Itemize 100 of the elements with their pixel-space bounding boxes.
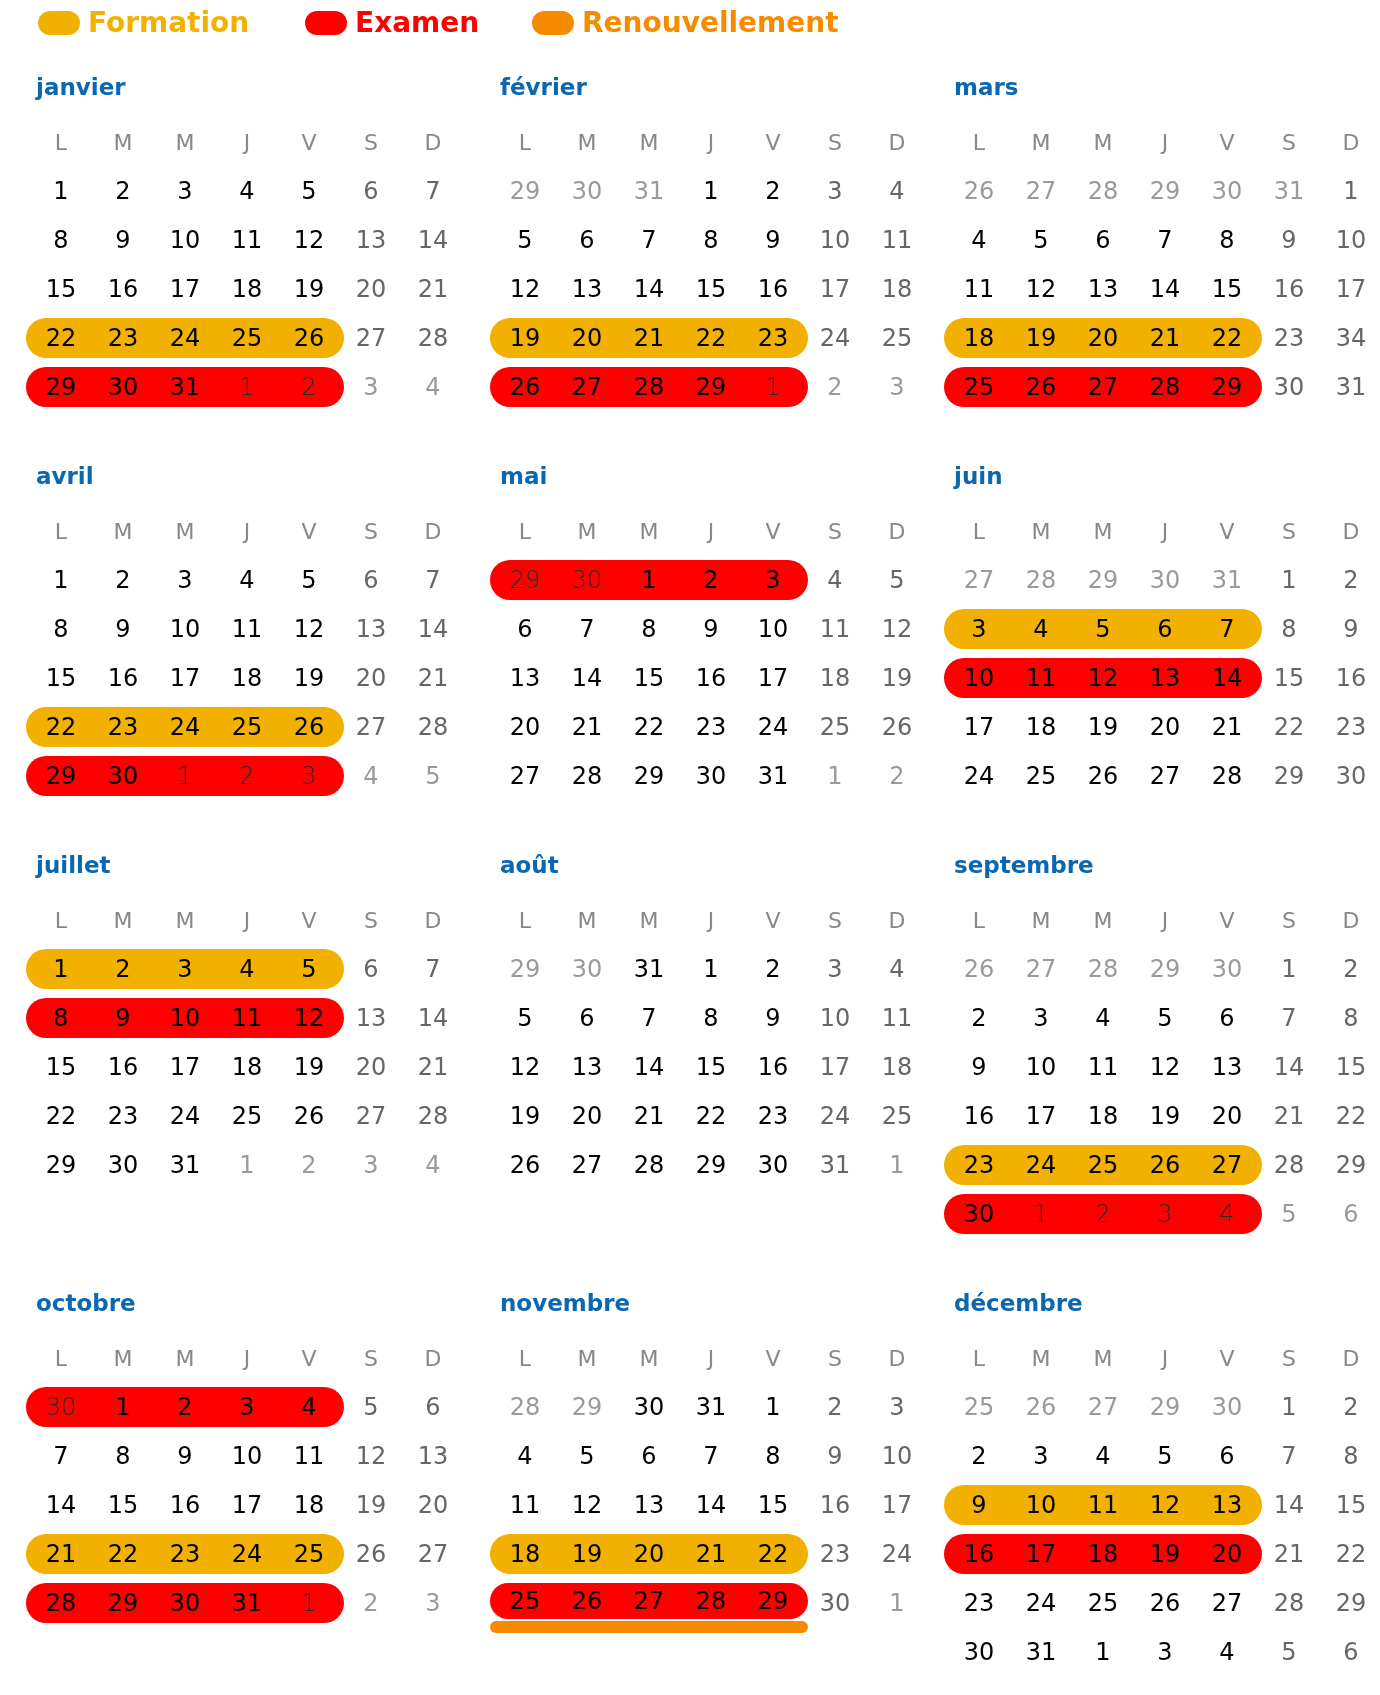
day-number: 2 bbox=[764, 176, 782, 207]
day-number: 1 bbox=[888, 1150, 906, 1181]
day-number: 30 bbox=[756, 1150, 790, 1181]
weekday-label: J bbox=[705, 907, 716, 935]
day-number: 10 bbox=[756, 614, 790, 645]
day-number: 9 bbox=[970, 1490, 988, 1521]
weekday-label: D bbox=[1341, 1345, 1361, 1373]
highlight-band bbox=[26, 998, 344, 1038]
day-number: 6 bbox=[578, 1003, 596, 1034]
day-number: 21 bbox=[1148, 323, 1182, 354]
day-number: 17 bbox=[168, 663, 202, 694]
weekday-label: S bbox=[363, 518, 379, 546]
day-number: 9 bbox=[702, 614, 720, 645]
highlight-band bbox=[26, 1534, 344, 1574]
month-title: juillet bbox=[36, 852, 111, 878]
day-number: 29 bbox=[44, 761, 78, 792]
day-number: 10 bbox=[168, 225, 202, 256]
day-number: 22 bbox=[1210, 323, 1244, 354]
day-number: 29 bbox=[1148, 1392, 1182, 1423]
highlight-bar bbox=[490, 1621, 808, 1633]
weekday-label: J bbox=[241, 129, 252, 157]
day-number: 27 bbox=[354, 323, 388, 354]
weekday-label: D bbox=[1341, 518, 1361, 546]
day-number: 23 bbox=[756, 323, 790, 354]
day-number: 18 bbox=[880, 274, 914, 305]
day-number: 17 bbox=[818, 274, 852, 305]
day-number: 15 bbox=[44, 1052, 78, 1083]
day-number: 5 bbox=[1156, 1441, 1174, 1472]
day-number: 26 bbox=[1086, 761, 1120, 792]
day-number: 20 bbox=[354, 274, 388, 305]
day-number: 30 bbox=[1210, 1392, 1244, 1423]
day-number: 4 bbox=[238, 176, 256, 207]
day-number: 15 bbox=[106, 1490, 140, 1521]
weekday-label: M bbox=[638, 518, 660, 546]
day-number: 15 bbox=[756, 1490, 790, 1521]
weekday-label: D bbox=[423, 907, 443, 935]
weekday-label: L bbox=[53, 129, 69, 157]
day-number: 30 bbox=[1148, 565, 1182, 596]
day-number: 13 bbox=[1148, 663, 1182, 694]
day-number: 8 bbox=[702, 1003, 720, 1034]
day-number: 16 bbox=[106, 663, 140, 694]
day-number: 6 bbox=[424, 1392, 442, 1423]
day-number: 25 bbox=[230, 1101, 264, 1132]
day-number: 28 bbox=[508, 1392, 542, 1423]
day-number: 15 bbox=[1210, 274, 1244, 305]
weekday-label: D bbox=[1341, 129, 1361, 157]
weekday-label: M bbox=[1030, 518, 1052, 546]
day-number: 7 bbox=[1156, 225, 1174, 256]
day-number: 30 bbox=[106, 761, 140, 792]
weekday-label: L bbox=[53, 1345, 69, 1373]
weekday-label: D bbox=[887, 518, 907, 546]
day-number: 7 bbox=[702, 1441, 720, 1472]
weekday-label: M bbox=[576, 129, 598, 157]
weekday-label: J bbox=[705, 518, 716, 546]
day-number: 2 bbox=[300, 1150, 318, 1181]
legend-label: Renouvellement bbox=[582, 6, 839, 39]
day-number: 6 bbox=[1218, 1441, 1236, 1472]
day-number: 4 bbox=[826, 565, 844, 596]
day-number: 30 bbox=[570, 565, 604, 596]
day-number: 15 bbox=[1334, 1490, 1368, 1521]
month-title: mars bbox=[954, 74, 1019, 100]
day-number: 5 bbox=[300, 954, 318, 985]
day-number: 30 bbox=[106, 372, 140, 403]
day-number: 4 bbox=[238, 565, 256, 596]
day-number: 13 bbox=[354, 225, 388, 256]
day-number: 18 bbox=[1024, 712, 1058, 743]
day-number: 7 bbox=[640, 225, 658, 256]
day-number: 1 bbox=[702, 176, 720, 207]
day-number: 31 bbox=[694, 1392, 728, 1423]
day-number: 5 bbox=[516, 1003, 534, 1034]
day-number: 22 bbox=[1272, 712, 1306, 743]
highlight-band bbox=[944, 318, 1262, 358]
day-number: 9 bbox=[764, 225, 782, 256]
day-number: 14 bbox=[44, 1490, 78, 1521]
day-number: 6 bbox=[640, 1441, 658, 1472]
weekday-label: D bbox=[887, 1345, 907, 1373]
day-number: 27 bbox=[1086, 1392, 1120, 1423]
day-number: 6 bbox=[578, 225, 596, 256]
day-number: 20 bbox=[632, 1539, 666, 1570]
day-number: 18 bbox=[230, 274, 264, 305]
day-number: 2 bbox=[888, 761, 906, 792]
day-number: 25 bbox=[962, 1392, 996, 1423]
month-title: mai bbox=[500, 463, 548, 489]
day-number: 13 bbox=[508, 663, 542, 694]
day-number: 28 bbox=[1024, 565, 1058, 596]
day-number: 31 bbox=[818, 1150, 852, 1181]
day-number: 19 bbox=[508, 1101, 542, 1132]
day-number: 6 bbox=[1156, 614, 1174, 645]
weekday-label: M bbox=[112, 129, 134, 157]
highlight-band bbox=[944, 1145, 1262, 1185]
day-number: 27 bbox=[1024, 954, 1058, 985]
day-number: 22 bbox=[106, 1539, 140, 1570]
day-number: 31 bbox=[1210, 565, 1244, 596]
day-number: 27 bbox=[1210, 1150, 1244, 1181]
day-number: 26 bbox=[508, 372, 542, 403]
day-number: 3 bbox=[764, 565, 782, 596]
day-number: 5 bbox=[300, 565, 318, 596]
day-number: 16 bbox=[962, 1539, 996, 1570]
day-number: 13 bbox=[1086, 274, 1120, 305]
day-number: 2 bbox=[970, 1441, 988, 1472]
